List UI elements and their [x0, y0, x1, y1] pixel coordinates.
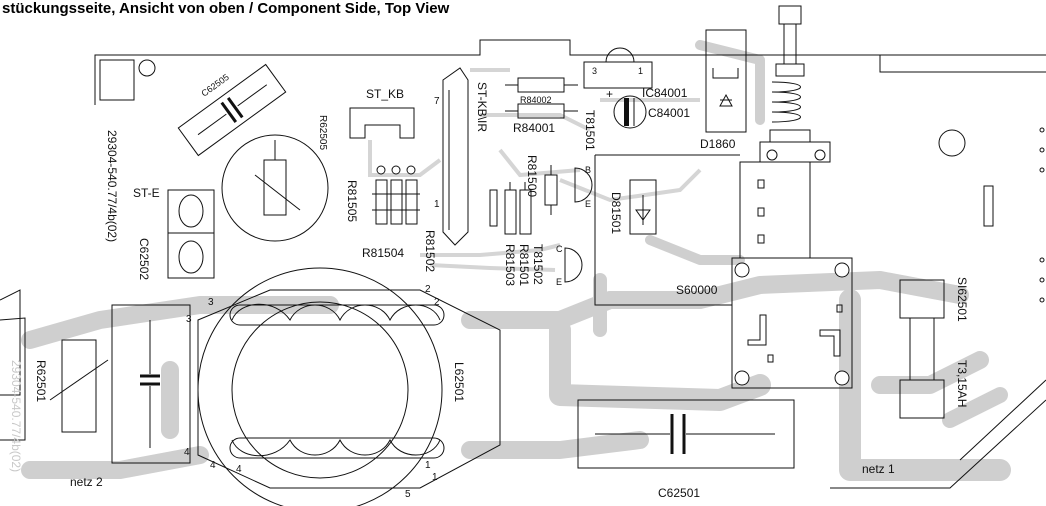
- capacitor-c62502: [111, 304, 191, 464]
- resistor-r81501: [504, 182, 532, 235]
- label-c62505: C62505: [199, 72, 230, 99]
- pin-l-4a: 4: [184, 447, 190, 458]
- switch-s60000: [731, 161, 853, 389]
- fuse-si62501: [899, 279, 945, 419]
- capacitor-c62505: [177, 63, 287, 157]
- pin-t-e: E: [585, 199, 591, 209]
- edge-pads: [1039, 127, 1045, 303]
- diode-d1860: [705, 29, 747, 133]
- label-ic84001: IC84001: [642, 86, 688, 100]
- pin-t2-e: E: [556, 277, 562, 287]
- pin-t-b: B: [585, 165, 591, 175]
- label-st-e: ST-E: [133, 186, 160, 200]
- label-r84001: R84001: [513, 121, 555, 135]
- label-r81505: R81505: [345, 180, 359, 222]
- inductor-l62501: [197, 267, 501, 506]
- pin-l-2a: 2: [425, 284, 431, 295]
- board-outline-br2: [959, 379, 1046, 461]
- label-s60000: S60000: [676, 283, 718, 297]
- label-t81501: T81501: [583, 110, 597, 151]
- board-id-text: 29304-540.77/4b(02): [105, 130, 119, 242]
- switch-plunger: [759, 5, 831, 163]
- resistor-r84001: [505, 103, 578, 119]
- resistor-bank-r81505: [372, 165, 420, 225]
- label-r81501: R81501: [517, 244, 531, 286]
- label-st-kbir: ST-KB\IR: [475, 82, 489, 132]
- label-r62501: R62501: [34, 360, 48, 402]
- mounting-hole: [938, 129, 966, 157]
- label-c62502: C62502: [137, 238, 151, 280]
- pin-ic-1: 1: [638, 66, 643, 76]
- board-id-ghost-text: 29304-540.77/4b(02): [9, 360, 23, 472]
- resistor-r84002: [505, 77, 578, 93]
- board-outline: [94, 39, 1046, 105]
- resistor-r62501: [49, 339, 109, 433]
- switch-outline: [594, 154, 740, 306]
- label-r81500: R81500: [525, 155, 539, 197]
- label-c62501: C62501: [658, 486, 700, 500]
- small-pad-rect: [489, 189, 498, 227]
- diode-d81501: [629, 179, 657, 235]
- mounting-hole: [138, 59, 156, 77]
- transistor-t81502: [564, 247, 583, 283]
- pin-l-1a: 1: [425, 460, 431, 471]
- label-d1860: D1860: [700, 137, 736, 151]
- connector-st-kbir: [442, 67, 469, 246]
- pin-l-4c: 4: [236, 464, 242, 475]
- ic-ic84001: [583, 47, 653, 89]
- pin-l-4b: 4: [210, 460, 216, 471]
- label-r81502: R81502: [423, 230, 437, 272]
- label-l62501: L62501: [452, 362, 466, 402]
- pin-l-1b: 1: [432, 472, 438, 483]
- label-r81504: R81504: [362, 246, 404, 260]
- label-t81502: T81502: [531, 244, 545, 285]
- resistor-r81500: [544, 165, 558, 215]
- label-st-kb: ST_KB: [366, 87, 404, 101]
- copper-traces: [21, 40, 1011, 481]
- pin-l-2b: 2: [434, 297, 440, 308]
- signal-traces: [368, 68, 702, 272]
- label-t315ah: T3,15AH: [955, 360, 969, 407]
- pin-kb-1: 1: [434, 199, 440, 210]
- board-outline-br: [830, 399, 1046, 489]
- board-outline-bottom-left: [0, 317, 26, 441]
- page-title: stückungsseite, Ansicht von oben / Compo…: [2, 0, 450, 17]
- pin-kb-7: 7: [434, 96, 440, 107]
- transistor-t81501: [574, 167, 593, 203]
- label-r81503: R81503: [503, 244, 517, 286]
- pin-ic-3: 3: [592, 66, 597, 76]
- label-d81501: D81501: [609, 192, 623, 234]
- board-outline-left: [0, 289, 21, 396]
- resistor-r62505: [221, 134, 329, 242]
- pin-l-5: 5: [405, 489, 411, 500]
- pin-l-3a: 3: [208, 297, 214, 308]
- board-outline-right: [879, 55, 1046, 73]
- connector-st-e: [167, 189, 215, 279]
- label-netz1: netz 1: [862, 462, 895, 476]
- label-netz2: netz 2: [70, 475, 103, 489]
- capacitor-c62501: [577, 399, 795, 469]
- capacitor-c84001: [613, 95, 647, 129]
- pin-plus: +: [606, 87, 613, 101]
- label-r84002: R84002: [520, 95, 552, 105]
- pin-l-3b: 3: [186, 314, 192, 325]
- pin-t2-c: C: [556, 244, 563, 254]
- label-r62505: R62505: [317, 115, 328, 150]
- label-si62501: SI62501: [955, 277, 969, 322]
- small-pad-rect: [983, 185, 994, 227]
- label-c84001: C84001: [648, 106, 690, 120]
- corner-square: [99, 59, 135, 101]
- connector-st-kb: [349, 107, 415, 139]
